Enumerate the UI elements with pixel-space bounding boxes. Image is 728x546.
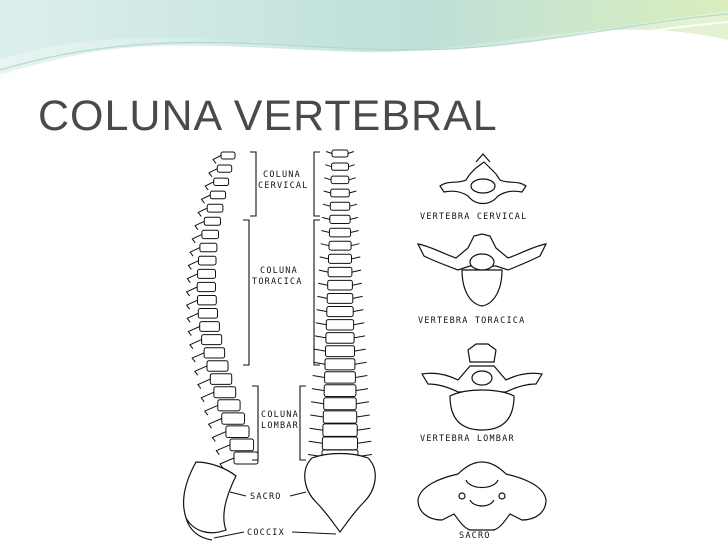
frontal-vertebra xyxy=(319,253,361,264)
caption-thoracic-vertebra: VERTEBRA TORACICA xyxy=(418,316,525,326)
frontal-vertebra xyxy=(324,175,356,185)
frontal-vertebra xyxy=(310,410,370,424)
lateral-vertebra xyxy=(208,164,233,178)
frontal-vertebra xyxy=(321,214,359,224)
label-thoracic-line1: COLUNA xyxy=(260,266,298,276)
frontal-vertebra xyxy=(315,319,365,331)
frontal-spine-view xyxy=(304,149,376,534)
frontal-vertebra xyxy=(309,423,371,437)
lateral-vertebra xyxy=(187,255,217,270)
caption-sacrum: SACRO xyxy=(459,531,491,541)
frontal-vertebra xyxy=(314,345,366,358)
lateral-vertebra xyxy=(185,281,216,297)
lateral-vertebra xyxy=(200,386,237,403)
lateral-vertebra xyxy=(204,399,241,416)
lateral-vertebra xyxy=(194,216,222,230)
lateral-spine-view xyxy=(183,151,259,541)
frontal-vertebra xyxy=(317,293,363,304)
spine-illustration: COLUNA CERVICAL COLUNA TORACICA COLUNA L… xyxy=(183,149,548,541)
lateral-vertebra xyxy=(211,425,250,442)
frontal-vertebra xyxy=(311,397,369,411)
lateral-vertebra xyxy=(186,268,217,283)
lateral-vertebra xyxy=(197,203,224,217)
label-coccyx: COCCIX xyxy=(247,528,285,538)
frontal-vertebra xyxy=(312,371,368,384)
frontal-vertebra xyxy=(311,384,369,398)
frontal-vertebra xyxy=(322,201,358,211)
caption-cervical-vertebra: VERTEBRA CERVICAL xyxy=(420,212,527,222)
lateral-vertebra xyxy=(197,373,233,389)
frontal-vertebra xyxy=(323,188,357,198)
lateral-vertebra xyxy=(191,347,226,363)
lateral-vertebra xyxy=(187,321,220,336)
label-cervical-line1: COLUNA xyxy=(263,170,301,180)
frontal-vertebra xyxy=(321,227,359,238)
header-wave-banner xyxy=(0,0,728,78)
frontal-vertebra xyxy=(320,240,360,251)
frontal-vertebra xyxy=(313,358,367,371)
lateral-sacrum xyxy=(183,461,237,534)
lateral-vertebra xyxy=(207,412,246,429)
sacrum-drawing xyxy=(417,461,547,531)
region-brackets xyxy=(213,151,337,539)
frontal-sacrum xyxy=(304,452,376,534)
frontal-vertebra xyxy=(325,149,355,158)
lateral-vertebra xyxy=(204,177,230,191)
lateral-vertebra xyxy=(194,360,229,376)
slide-title: COLUNA VERTEBRAL xyxy=(38,92,498,140)
lateral-vertebra xyxy=(212,151,236,164)
label-cervical-line2: CERVICAL xyxy=(258,181,309,191)
lumbar-vertebra-drawing xyxy=(421,343,543,431)
lateral-vertebra xyxy=(219,451,259,469)
label-thoracic-line2: TORACICA xyxy=(252,277,303,287)
lateral-vertebra xyxy=(185,295,217,310)
caption-lumbar-vertebra: VERTEBRA LOMBAR xyxy=(420,434,515,444)
label-lumbar-line2: LOMBAR xyxy=(261,421,299,431)
frontal-vertebra xyxy=(308,436,372,451)
cervical-vertebra-drawing xyxy=(439,153,527,205)
lateral-vertebra xyxy=(200,190,227,204)
frontal-vertebra xyxy=(318,279,362,291)
lateral-vertebra xyxy=(215,438,255,455)
lateral-coccyx xyxy=(185,517,213,541)
label-lumbar-line1: COLUNA xyxy=(261,410,299,420)
lateral-vertebra xyxy=(189,242,218,257)
frontal-vertebra xyxy=(318,266,362,278)
lateral-vertebra xyxy=(191,229,219,244)
frontal-vertebra xyxy=(314,332,366,344)
lateral-vertebra xyxy=(189,334,223,350)
thoracic-vertebra-drawing xyxy=(416,233,548,307)
label-sacrum: SACRO xyxy=(250,492,282,502)
frontal-vertebra xyxy=(316,306,364,318)
frontal-vertebra xyxy=(325,162,355,171)
lateral-vertebra xyxy=(186,308,219,323)
